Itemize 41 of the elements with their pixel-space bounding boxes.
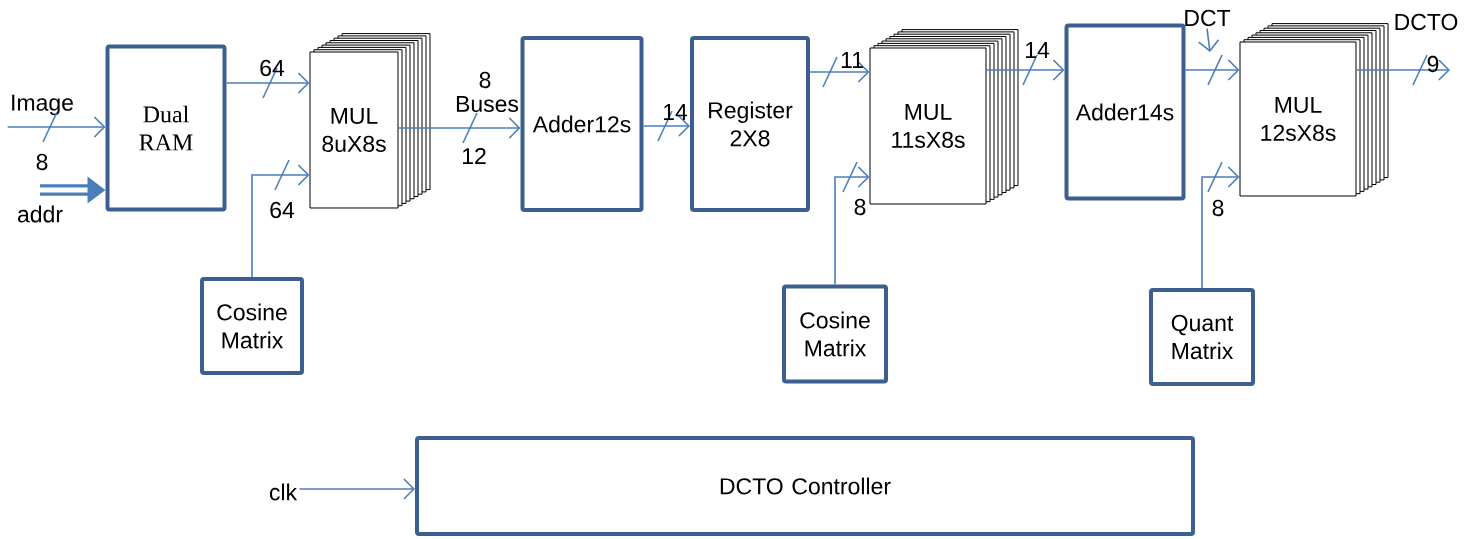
- arrow: [1355, 59, 1450, 81]
- arrow: [397, 117, 521, 139]
- block-box: Dual RAM: [105, 44, 227, 212]
- bus-label: Buses: [456, 96, 519, 112]
- multiplier-stack: MUL 11sX8s: [869, 29, 1019, 205]
- bus-label: 8: [36, 153, 48, 171]
- bus-width-label: 64: [260, 59, 285, 77]
- arrow: [6, 116, 106, 138]
- bus-label: 12: [463, 147, 486, 164]
- arrow: [251, 164, 310, 278]
- arrow: [985, 59, 1065, 81]
- bus-width-label: 14: [663, 104, 688, 120]
- block-box: Adder14s: [1064, 23, 1186, 201]
- bus-label: 8: [479, 71, 491, 89]
- block-box: Adder12s: [520, 36, 644, 212]
- arrow: [1197, 27, 1220, 52]
- arrow: [225, 72, 310, 94]
- arrow: [834, 166, 870, 286]
- bus-width-label: 14: [1025, 42, 1050, 58]
- arrow: [809, 61, 870, 83]
- signal-label: DCT: [1185, 9, 1231, 27]
- bus-width-label: 8: [1212, 199, 1224, 217]
- bus-width-label: 8: [854, 198, 866, 216]
- bus-width-label: 64: [270, 201, 295, 219]
- block-box: Register 2X8: [690, 36, 810, 212]
- signal-label: addr: [17, 205, 63, 223]
- block-box: Quant Matrix: [1149, 288, 1255, 386]
- arrow: [1201, 166, 1240, 289]
- arrow: [298, 478, 415, 500]
- block-box: Cosine Matrix: [782, 284, 888, 384]
- block-box: DCTO Controller: [415, 436, 1195, 536]
- bus-width-label: 9: [1427, 55, 1439, 73]
- block-box: Cosine Matrix: [200, 277, 304, 375]
- arrow: [642, 115, 690, 137]
- signal-label: Image: [12, 94, 73, 116]
- bus-label: DCTO: [1395, 13, 1458, 31]
- multiplier-stack: MUL 8uX8s: [309, 33, 431, 209]
- arrow: [1184, 59, 1240, 81]
- bus-width-label: 11: [841, 52, 863, 68]
- signal-label: clk: [269, 483, 298, 501]
- multiplier-stack: MUL 12sX8s: [1239, 23, 1389, 197]
